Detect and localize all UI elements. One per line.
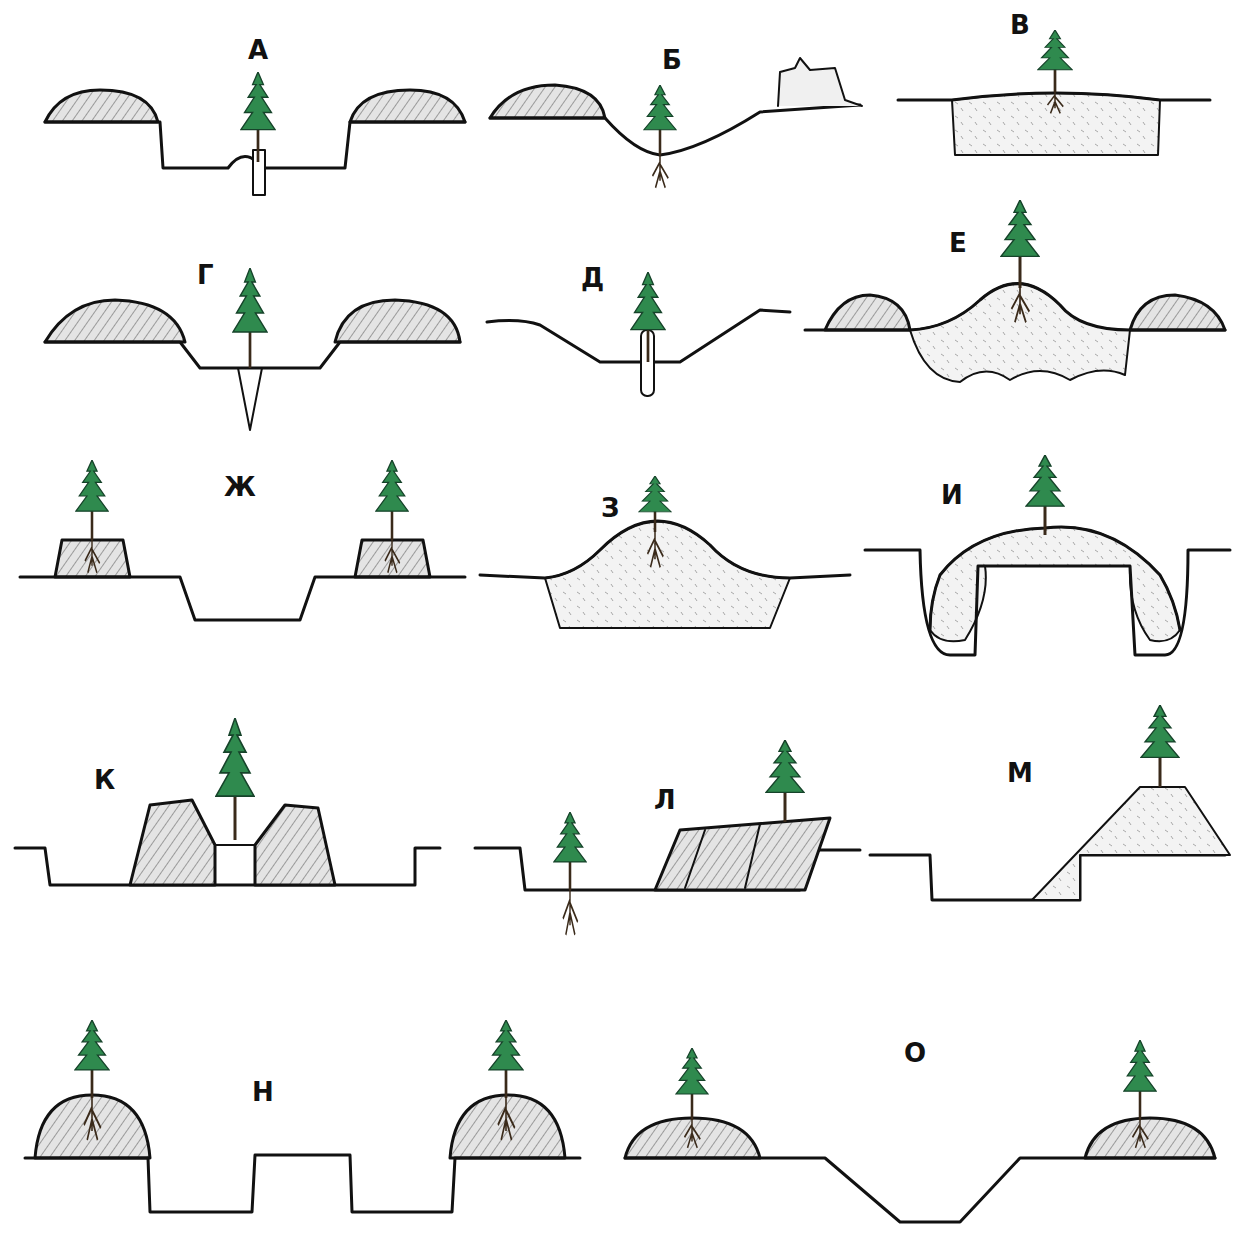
panel-letter: Е — [949, 230, 967, 256]
panel-letter: Ж — [224, 474, 256, 500]
panel-letter: Л — [654, 787, 676, 813]
panel-letter: А — [248, 37, 268, 63]
panel-letter: И — [941, 482, 963, 508]
panel-letter: М — [1007, 760, 1033, 786]
panel-letter: З — [601, 495, 619, 521]
panel-letter: Б — [662, 47, 682, 73]
panel-letter: О — [904, 1040, 926, 1066]
panel-letter: Д — [581, 265, 604, 291]
panel-letter: Н — [252, 1079, 274, 1105]
panel-letter: Г — [197, 262, 214, 288]
panel-letter: В — [1010, 12, 1030, 38]
panel-letter: К — [94, 767, 115, 793]
